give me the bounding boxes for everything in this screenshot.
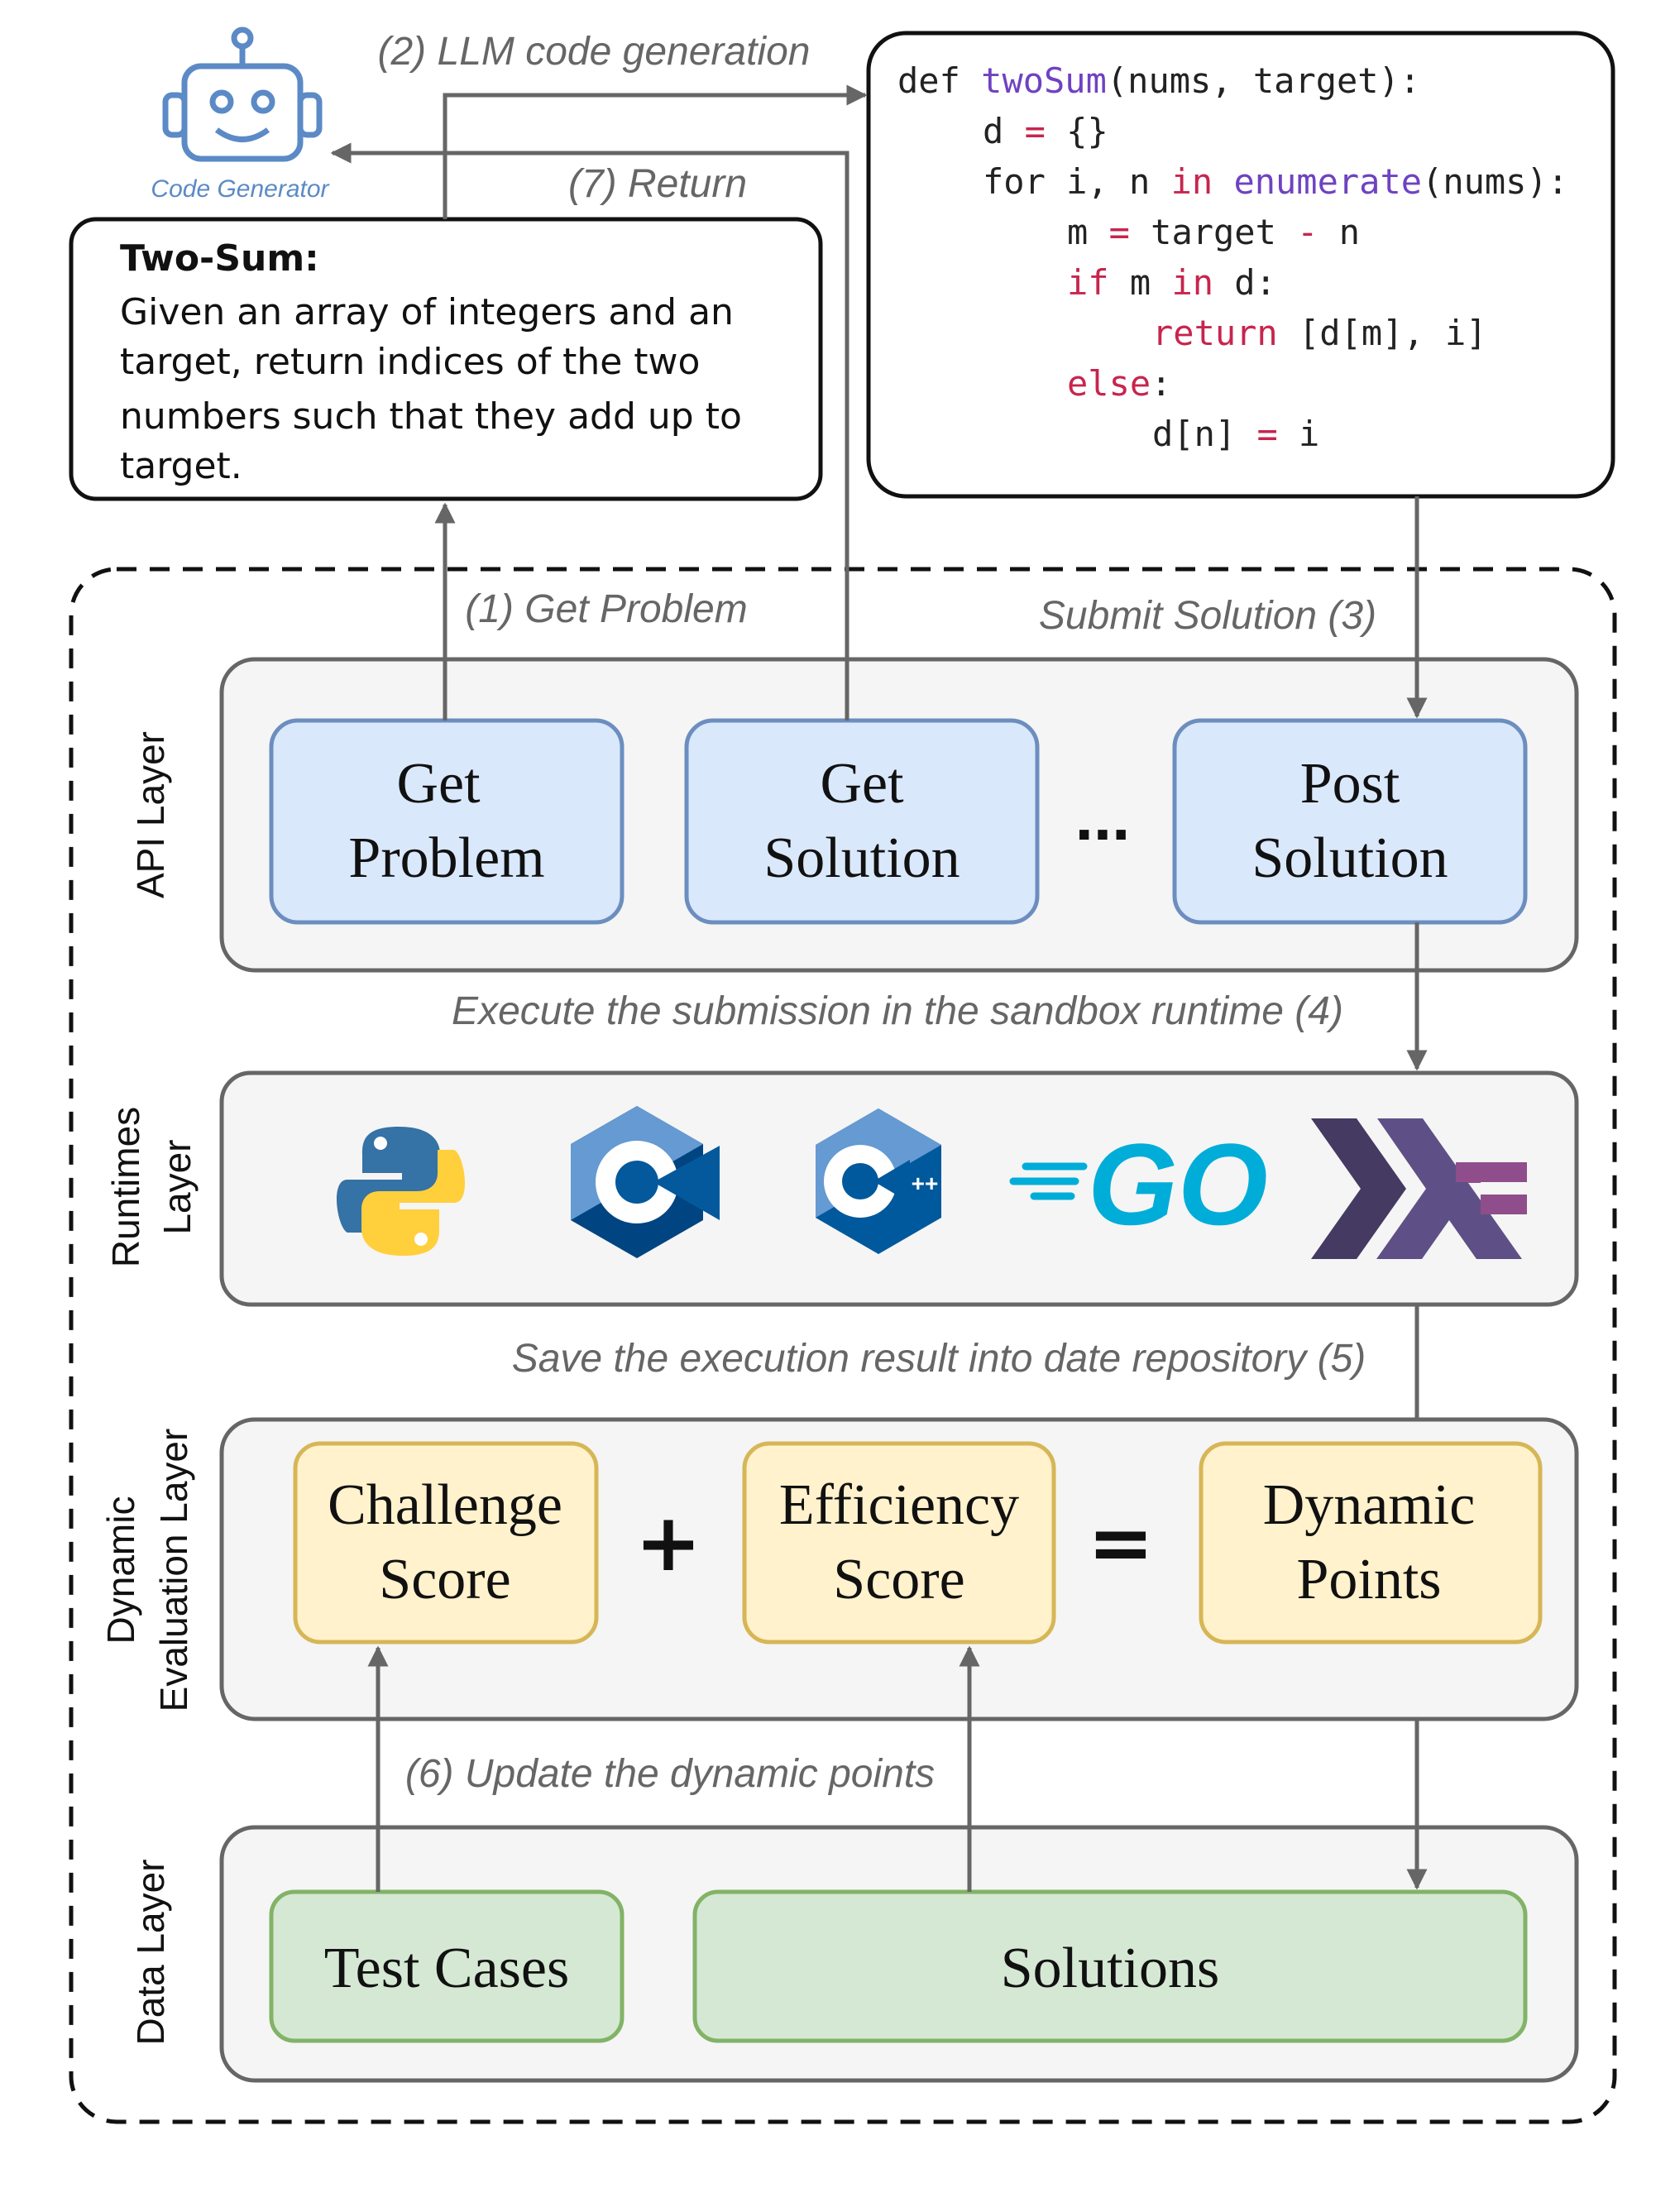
test-cases-box [269,1889,625,2043]
code-line-6: return [d[m], i] [1152,313,1487,353]
post-solution-box [1172,718,1528,925]
cpp-icon: ++ [816,1108,941,1254]
code-line-2: d = {} [983,111,1108,151]
label-submit-solution: Submit Solution (3) [1039,594,1376,638]
label-return: (7) Return [568,162,747,206]
robot-icon [162,26,323,162]
label-execute: Execute the submission in the sandbox ru… [452,989,1343,1033]
equals-operator: = [1088,1496,1154,1589]
haskell-icon [1311,1118,1527,1259]
runtimes-layer-label: Runtimes [104,1107,147,1267]
get-solution-label: Get [820,752,904,816]
problem-line: target. [120,445,242,487]
get-problem-label: Get [396,752,481,816]
challenge-score-label: Challenge [328,1473,562,1537]
system-boundary [69,567,1617,2124]
problem-line: Given an array of integers and an [120,291,734,333]
evaluation-layer-label: Evaluation Layer [152,1429,195,1712]
data-layer-label: Data Layer [129,1859,172,2045]
efficiency-score-label: Efficiency [779,1473,1019,1537]
code-line-8: d[n] = i [1152,414,1319,454]
dynamic-points-box [1199,1441,1543,1645]
code-box [866,31,1615,499]
robot-label: Code Generator [151,175,329,203]
python-icon [336,1127,466,1256]
label-update: (6) Update the dynamic points [405,1752,935,1796]
code-line-4: m = target - n [1067,212,1360,252]
problem-line: numbers such that they add up to [120,395,742,438]
get-problem-box [269,718,625,925]
code-line-3: for i, n in enumerate(nums): [983,161,1568,202]
arrow-llm-generation [443,84,868,219]
post-solution-label: Post [1300,752,1400,816]
get-solution-label: Solution [763,826,960,890]
plus-operator: + [635,1496,701,1589]
cpp-plus-label: ++ [912,1171,939,1196]
challenge-score-box [293,1441,599,1645]
test-cases-label: Test Cases [324,1937,569,2000]
runtimes-layer-label: Layer [156,1139,199,1234]
label-save: Save the execution result into date repo… [512,1337,1366,1381]
dynamic-points-label: Dynamic [1263,1473,1476,1537]
api-layer-label: API Layer [129,731,172,898]
ellipsis: ... [1075,780,1131,854]
get-problem-label: Problem [348,826,544,890]
code-line-7: else: [1067,363,1171,404]
efficiency-score-box [742,1441,1056,1645]
evaluation-layer-label: Dynamic [99,1496,142,1645]
go-icon: GO [1009,1119,1268,1249]
solutions-label: Solutions [1001,1937,1220,2000]
solutions-box [692,1889,1528,2043]
code-line-1: def twoSum(nums, target): [897,60,1420,101]
get-solution-box [684,718,1040,925]
problem-line: target, return indices of the two [120,341,700,383]
go-label: GO [1088,1119,1268,1249]
dynamic-points-label: Points [1296,1548,1441,1611]
code-line-5: if m in d: [1067,262,1276,303]
challenge-score-label: Score [379,1548,510,1611]
arrow-return [330,142,849,721]
label-get-problem: (1) Get Problem [465,587,747,631]
post-solution-label: Solution [1251,826,1448,890]
c-icon [571,1106,720,1258]
efficiency-score-label: Score [833,1548,964,1611]
problem-title: Two-Sum: [120,237,319,280]
label-llm-generation: (2) LLM code generation [378,30,811,74]
